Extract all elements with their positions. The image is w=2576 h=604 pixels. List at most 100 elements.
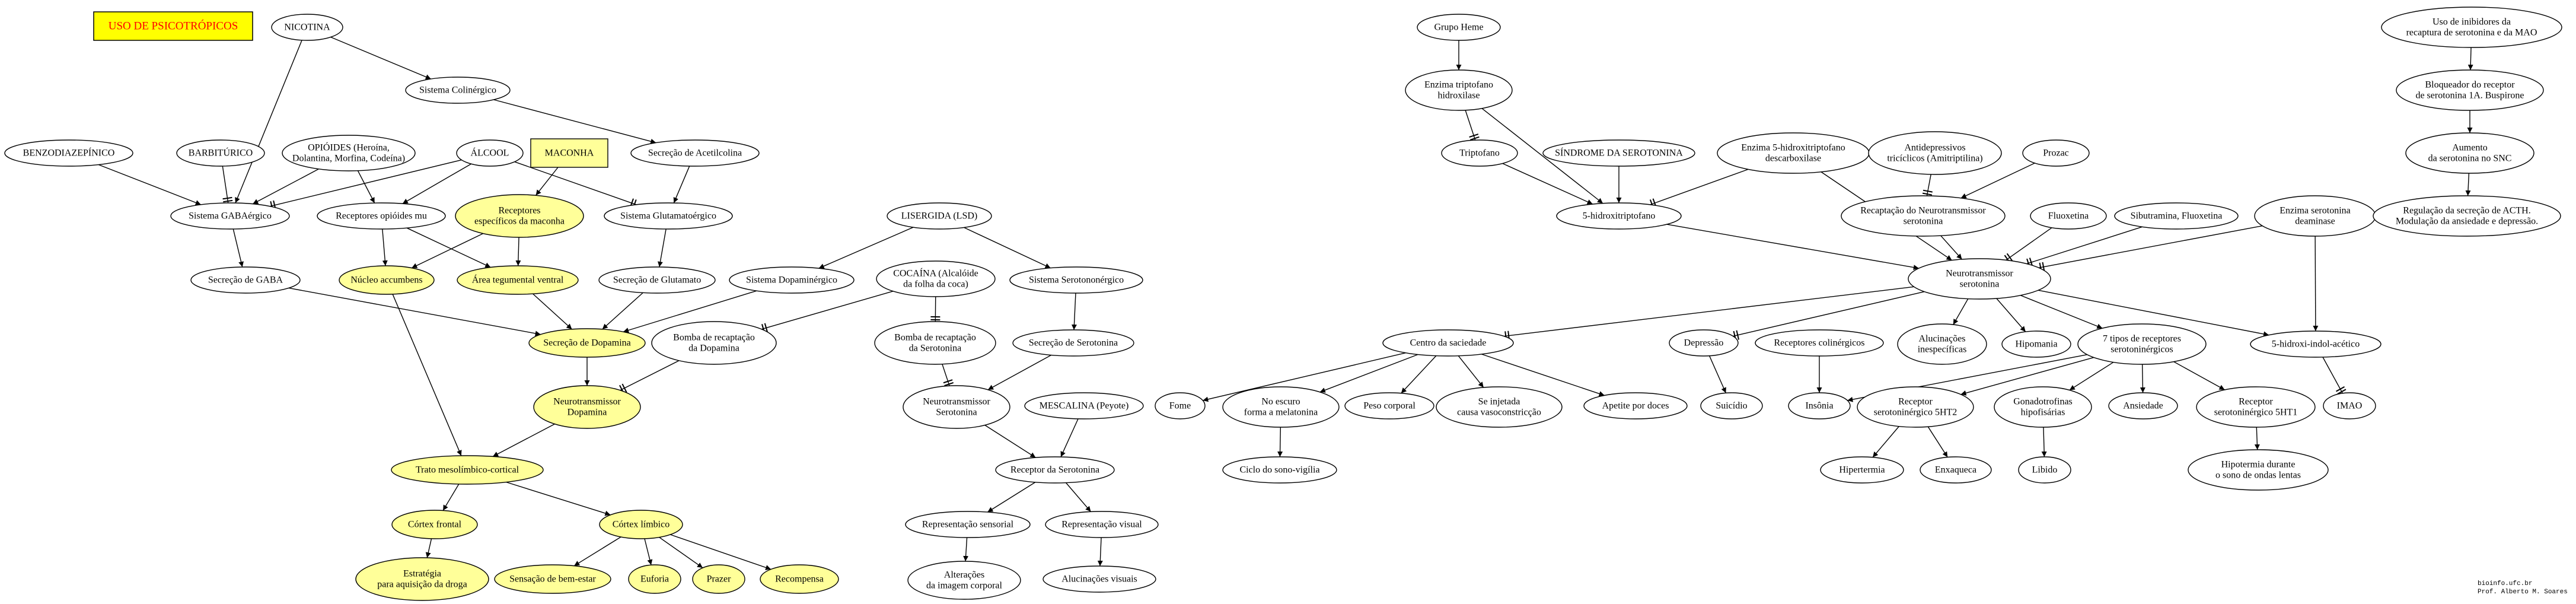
node-label: deaminase: [2295, 217, 2335, 227]
edge-centro_saciedade-to-apetite: [1481, 354, 1605, 396]
edge-enz_trip-to-triptofano: [1465, 110, 1480, 141]
edge-nucleo-to-trato: [392, 294, 462, 456]
node-label: Triptofano: [1459, 148, 1500, 158]
edge-mescalina-to-rec_sero: [1060, 418, 1079, 457]
node-label: Sibutramina, Fluoxetina: [2131, 211, 2223, 221]
node-label: Antidepressivos: [1904, 143, 1965, 153]
node-label: Receptores opióides mu: [336, 211, 427, 221]
node-label: Alucinações: [1918, 334, 1965, 344]
node-label: Apetite por doces: [1602, 401, 1669, 411]
node-label: Recaptação do Neurotransmissor: [1860, 206, 1986, 216]
node-insonia: Insônia: [1788, 392, 1851, 419]
node-label: hipofisárias: [2021, 408, 2065, 418]
node-grupo-heme: Grupo Heme: [1417, 14, 1501, 41]
node-sis-glutamato: Sistema Glutamatoérgico: [604, 202, 733, 230]
node-label: Se injetada: [1478, 397, 1520, 407]
node-label: Enxaqueca: [1935, 465, 1976, 475]
node-label: Hipomania: [2015, 339, 2057, 349]
edge-cortex_limbico-to-prazer: [659, 536, 703, 568]
node-label: da serotonina no SNC: [2428, 154, 2512, 164]
node-label: Alucinações visuais: [1061, 574, 1137, 584]
node-secrecao-gaba: Secreção de GABA: [190, 266, 301, 294]
edge-opioides-to-rec_opioides: [357, 170, 375, 204]
node-label: LISERGIDA (LSD): [901, 211, 977, 221]
edge-bomba_dopa-to-neuro_dopa: [619, 360, 680, 395]
edge-bomba_sero-to-neuro_sero_l: [942, 364, 954, 386]
node-label: da imagem corporal: [926, 581, 1003, 591]
node-label: Representação visual: [1061, 520, 1142, 530]
node-nucleo: Núcleo accumbens: [339, 265, 435, 295]
edge-opioides-to-sis_gaba: [253, 169, 319, 205]
node-label: Bloqueador do receptor: [2425, 80, 2515, 90]
node-label: Receptor da Serotonina: [1010, 465, 1099, 475]
node-label: Enzima serotonina: [2279, 206, 2351, 216]
title-box: USO DE PSICOTRÓPICOS: [93, 11, 253, 41]
node-label: Neurotransmissor: [923, 397, 990, 407]
node-label: Uso de inibidores da: [2432, 17, 2511, 27]
node-label: Fluoxetina: [2048, 211, 2089, 221]
edge-centro_saciedade-to-peso: [1401, 355, 1437, 394]
node-label: ÁLCOOL: [471, 147, 509, 158]
node-benzo: BENZODIAZEPÍNICO: [4, 139, 133, 167]
node-label: Secreção de Glutamato: [613, 275, 701, 285]
node-triptofano: Triptofano: [1441, 139, 1518, 167]
node-label: Núcleo accumbens: [350, 275, 422, 285]
edge-neuro_sero_r-to-hipomania: [1996, 298, 2026, 332]
node-label: Sensação de bem-estar: [509, 574, 596, 584]
node-secrecao-glut: Secreção de Glutamato: [598, 266, 716, 294]
node-secrecao-dopa: Secreção de Dopamina: [528, 328, 646, 358]
node-label: Centro da saciedade: [1410, 338, 1487, 348]
node-centro-saciedade: Centro da saciedade: [1382, 329, 1514, 357]
node-label: Córtex límbico: [613, 520, 669, 530]
node-label: Serotonina: [936, 408, 977, 418]
node-label: específicos da maconha: [474, 217, 565, 227]
node-label: 7 tipos de receptores: [2103, 334, 2181, 344]
node-label: hidroxilase: [1437, 91, 1480, 101]
node-sis-colinergico: Sistema Colinérgico: [405, 77, 511, 104]
node-alucinacoes-visuais: Alucinações visuais: [1042, 565, 1156, 593]
edge-neuro_sero_r-to-alucinacoes_inesp: [1953, 298, 1969, 325]
edge-neuro_sero_l-to-rec_sero: [984, 424, 1036, 458]
node-label: Secreção de Acetilcolina: [648, 148, 742, 158]
node-label: Prozac: [2043, 148, 2069, 158]
edge-lsd-to-sis_dopa: [818, 227, 914, 269]
node-rep-sensorial: Representação sensorial: [905, 511, 1031, 538]
node-label: causa vasoconstricção: [1457, 408, 1541, 418]
node-secrecao-sero: Secreção de Serotonina: [1012, 329, 1134, 357]
node-regulacao: Regulação da secreção de ACTH.Modulação …: [2373, 195, 2561, 237]
node-peso: Peso corporal: [1344, 392, 1434, 419]
node-label: Trato mesolímbico-cortical: [416, 465, 519, 475]
node-label: MACONHA: [545, 148, 594, 158]
edge-trato-to-cortex_limbico: [506, 481, 611, 516]
node-maconha: MACONHA: [530, 138, 608, 168]
node-label: Dolantina, Morfina, Codeína): [292, 154, 405, 164]
edge-aumento-to-regulacao: [2465, 173, 2471, 196]
node-label: serotonina: [1960, 279, 2000, 290]
edge-sis_gaba-to-secrecao_gaba: [232, 228, 244, 268]
node-label: Córtex frontal: [408, 520, 462, 530]
node-label: Receptores: [498, 206, 540, 216]
edge-rec_opioides-to-nucleo: [382, 228, 388, 266]
node-label: Representação sensorial: [922, 520, 1014, 530]
node-label: NICOTINA: [284, 23, 330, 33]
node-sis-sero: Sistema Serotononérgico: [1009, 266, 1143, 294]
edge-cortex_limbico-to-recompensa: [670, 534, 771, 570]
edge-rec_sero-to-rep_sensorial: [987, 482, 1036, 513]
node-ciclo: Ciclo do sono-vigília: [1222, 456, 1337, 484]
node-label: Estratégia: [403, 569, 441, 579]
edge-secrecao_glut-to-secrecao_dopa: [602, 292, 643, 330]
node-rec-colinergicos: Receptores colinérgicos: [1755, 329, 1884, 357]
node-imao: IMAO: [2323, 392, 2376, 419]
